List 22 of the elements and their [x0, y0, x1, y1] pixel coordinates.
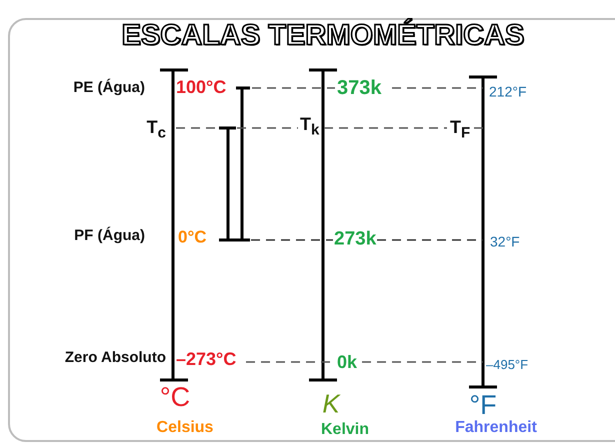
scale-name: Kelvin [321, 421, 369, 439]
temperature-value: 212°F [489, 84, 527, 100]
point-label: PF (Água) [74, 228, 145, 244]
temperature-value: –495°F [486, 358, 528, 372]
temperature-value: 32°F [490, 234, 520, 250]
unit-symbol: °C [160, 383, 190, 413]
temperature-value: 0k [337, 353, 358, 373]
temperature-value: 373k [337, 77, 382, 99]
temperature-value: 273k [334, 230, 376, 250]
temperature-value: 0°C [178, 228, 207, 248]
unit-symbol: K [322, 390, 340, 418]
scale-name: Celsius [156, 419, 214, 437]
diagram-title: ESCALAS TERMOMÉTRICAS [122, 20, 524, 52]
variable-symbol: T$_{F}$ [450, 118, 470, 142]
scale-name: Fahrenheit [455, 419, 537, 437]
temperature-value: 100°C [176, 78, 226, 98]
variable-symbol: T$_{c}$ [146, 118, 166, 142]
point-label: Zero Absoluto [64, 350, 166, 366]
unit-symbol: °F [469, 391, 497, 420]
variable-symbol: T$_{k}$ [300, 114, 320, 140]
point-label: PE (Água) [73, 80, 145, 96]
temperature-value: –273°C [176, 350, 236, 370]
